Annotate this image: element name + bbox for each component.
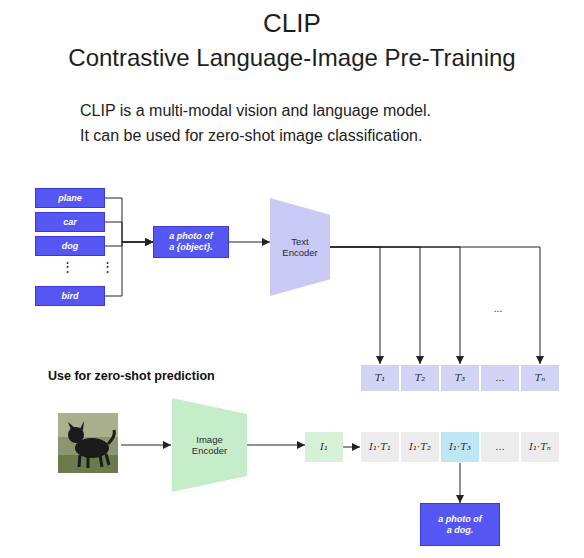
node-text: Text Encoder	[280, 236, 320, 259]
subtitle: Contrastive Language-Image Pre-Training	[0, 44, 584, 72]
node-text: I₁·Tₙ	[529, 441, 551, 453]
photo-background	[58, 413, 118, 437]
node-text: I₁·T₃	[449, 441, 471, 453]
connector-arrow	[330, 247, 380, 364]
connector-arrow	[105, 242, 153, 246]
node-text: a photo of a dog.	[437, 514, 484, 536]
similarity-cell: I₁·Tₙ	[520, 431, 560, 463]
photo-grass	[58, 455, 118, 473]
class-box: bird	[35, 286, 105, 306]
connector-arrow	[330, 247, 540, 364]
similarity-cell-highlighted: I₁·T₃	[440, 431, 480, 463]
node-text: I₁	[320, 441, 328, 453]
class-box: car	[35, 212, 105, 232]
trapezoid-fill	[172, 398, 247, 492]
ellipsis-mark: ⋮	[60, 259, 74, 274]
similarity-cell: I₁·T₂	[400, 431, 440, 463]
connector-arrow	[343, 447, 360, 448]
node-text: T₃	[455, 372, 466, 384]
image-encoder: Image Encoder	[172, 398, 247, 492]
dog-ear	[80, 421, 84, 430]
node-text: bird	[62, 291, 79, 302]
prompt-template-box: a photo of a {object}.	[153, 226, 229, 258]
similarity-cell: I₁·T₁	[360, 431, 400, 463]
node-text: I₁·T₂	[409, 441, 431, 453]
text-embedding-cell: T₂	[400, 364, 440, 392]
dog-ear	[68, 422, 75, 430]
class-box: dog	[35, 236, 105, 256]
ellipsis-mark: ⋮	[100, 259, 114, 274]
text-embedding-cell: T₃	[440, 364, 480, 392]
connector-arrow	[247, 445, 305, 446]
connector-arrow	[105, 222, 153, 242]
node-text: ...	[495, 441, 505, 453]
class-box: plane	[35, 188, 105, 208]
trapezoid-fill	[270, 198, 330, 296]
node-text: Image Encoder	[187, 434, 233, 457]
description-line: CLIP is a multi-modal vision and languag…	[80, 102, 431, 120]
text-embedding-cell: Tₙ	[520, 364, 560, 392]
node-text: plane	[58, 193, 82, 204]
connector-arrow	[330, 247, 460, 364]
connector-arrow	[460, 463, 461, 503]
dog-tail	[108, 430, 114, 444]
image-input-arrow	[121, 445, 171, 446]
photo-ground	[58, 413, 118, 473]
image-embedding-box: I₁	[305, 432, 343, 462]
connector-arrow	[229, 242, 270, 243]
dog-photo	[58, 413, 118, 473]
node-text: ...	[495, 372, 505, 384]
dog-legs	[79, 454, 109, 468]
text-embedding-cell: ...	[480, 364, 520, 392]
connector-arrow	[330, 247, 420, 364]
ellipsis-mark: ...	[486, 303, 510, 314]
node-text: Tₙ	[535, 372, 546, 384]
node-text: dog	[62, 241, 79, 252]
node-text: T₂	[415, 372, 426, 384]
diagram-title: CLIP	[0, 8, 584, 39]
section-label: Use for zero-shot prediction	[48, 369, 215, 383]
node-text: car	[63, 217, 77, 228]
similarity-cell: ...	[480, 431, 520, 463]
text-embedding-cell: T₁	[360, 364, 400, 392]
node-text: I₁·T₁	[369, 441, 391, 453]
description-line: It can be used for zero-shot image class…	[80, 127, 422, 145]
prediction-box: a photo of a dog.	[420, 503, 500, 546]
connector-arrow	[105, 198, 153, 242]
node-text: T₁	[375, 372, 386, 384]
text-encoder: Text Encoder	[270, 198, 330, 296]
node-text: a photo of a {object}.	[168, 231, 215, 253]
